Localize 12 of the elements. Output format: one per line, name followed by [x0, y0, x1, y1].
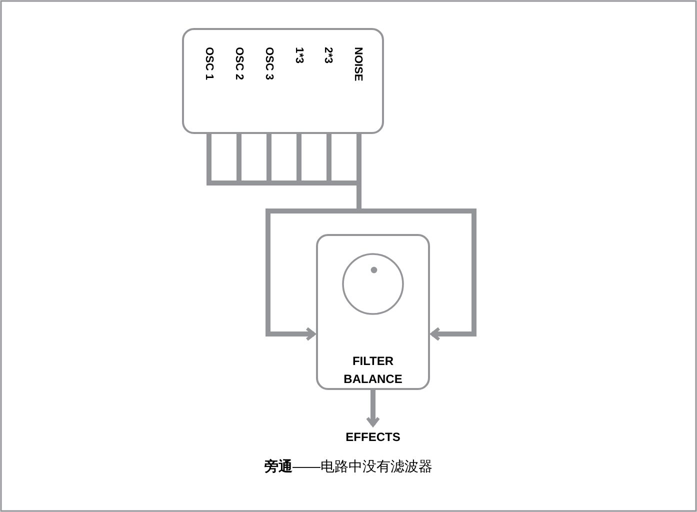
output-label: EFFECTS — [300, 428, 446, 446]
channel-label: OSC 1 — [203, 47, 215, 80]
channel-label: OSC 2 — [233, 47, 245, 80]
channel-label: 1*3 — [293, 47, 305, 64]
knob-label: FILTER BALANCE — [342, 353, 404, 388]
arrow — [366, 390, 380, 427]
filter-box — [316, 234, 430, 390]
channel-label: NOISE — [352, 47, 364, 82]
mixer-box — [182, 28, 384, 134]
channel-label: 2*3 — [322, 47, 334, 64]
channel-label: OSC 3 — [263, 47, 275, 80]
caption: 旁通——电路中没有滤波器 — [264, 457, 434, 476]
